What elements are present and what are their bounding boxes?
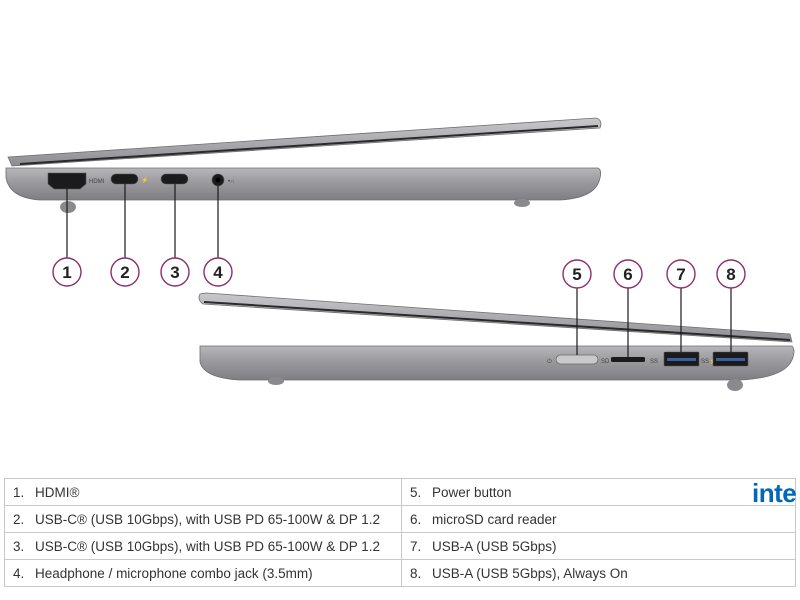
svg-text:2: 2 [120, 263, 129, 282]
svg-text:4: 4 [213, 263, 223, 282]
svg-text:8: 8 [726, 265, 735, 284]
table-row: 1. HDMI® 5. Power button [4, 478, 796, 506]
usb-a-port-1 [663, 351, 700, 367]
svg-text:1: 1 [62, 263, 71, 282]
spec-cell: 3. USB-C® (USB 10Gbps), with USB PD 65-10… [4, 532, 402, 560]
spec-cell: 7. USB-A (USB 5Gbps) [401, 532, 796, 560]
spec-cell: 6. microSD card reader [401, 505, 796, 533]
spec-text: USB-A (USB 5Gbps), Always On [432, 565, 628, 581]
spec-number: 6. [410, 511, 422, 527]
usb-always-on-label: SS⚡ [701, 357, 716, 365]
port-spec-table: 1. HDMI® 5. Power button 2. USB-C® (USB 10G… [4, 478, 796, 587]
spec-number: 7. [410, 538, 422, 554]
usb-c-port-2 [160, 173, 189, 185]
headphone-jack [211, 173, 225, 187]
svg-text:5: 5 [572, 265, 581, 284]
callout-4: 4 [203, 257, 233, 287]
spec-text: USB-C® (USB 10Gbps), with USB PD 65-100W… [35, 511, 381, 527]
port-diagram: HDMI ⚡ •∩ 1 2 3 4 ⏻ [5, 117, 795, 391]
table-row: 4. Headphone / microphone combo jack (3.5… [4, 559, 796, 587]
spec-number: 2. [13, 511, 25, 527]
headset-icon: •∩ [228, 179, 234, 185]
spec-text: microSD card reader [432, 511, 557, 527]
spec-cell: 8. USB-A (USB 5Gbps), Always On [401, 559, 796, 587]
spec-number: 4. [13, 565, 25, 581]
callout-2: 2 [110, 257, 140, 287]
usb-ss-label: SS [650, 359, 658, 365]
callout-3: 3 [160, 257, 190, 287]
hdmi-port [47, 172, 87, 190]
spec-text: Power button [432, 484, 512, 500]
spec-number: 5. [410, 484, 422, 500]
callout-8: 8 [716, 259, 746, 289]
table-row: 3. USB-C® (USB 10Gbps), with USB PD 65-10… [4, 532, 796, 560]
power-icon: ⏻ [547, 358, 552, 365]
svg-text:6: 6 [623, 265, 632, 284]
intel-logo: inte [752, 478, 797, 508]
spec-number: 8. [410, 565, 422, 581]
spec-cell: 4. Headphone / microphone combo jack (3.5… [4, 559, 402, 587]
sd-card-label: SD [601, 359, 610, 365]
microsd-slot [611, 357, 645, 362]
spec-text: USB-A (USB 5Gbps) [432, 538, 557, 554]
spec-text: Headphone / microphone combo jack (3.5mm… [35, 565, 313, 581]
spec-number: 3. [13, 538, 25, 554]
callout-1: 1 [52, 257, 82, 287]
power-button [555, 354, 599, 365]
hdmi-port-label: HDMI [89, 179, 105, 185]
laptop-right-side [198, 292, 795, 391]
callout-6: 6 [613, 259, 643, 289]
usb-c-bolt-label: ⚡ [141, 176, 148, 184]
table-row: 2. USB-C® (USB 10Gbps), with USB PD 65-10… [4, 505, 796, 533]
spec-text: USB-C® (USB 10Gbps), with USB PD 65-100W… [35, 538, 381, 554]
usb-c-port-1 [110, 173, 139, 185]
spec-text: HDMI® [35, 484, 80, 500]
leader-lines-left [66, 184, 219, 258]
laptop-left-side [5, 117, 602, 213]
callout-7: 7 [666, 259, 696, 289]
usb-a-port-2 [712, 351, 749, 367]
spec-cell: 1. HDMI® [4, 478, 402, 506]
svg-text:7: 7 [676, 265, 685, 284]
svg-text:3: 3 [170, 263, 179, 282]
spec-number: 1. [13, 484, 25, 500]
spec-cell: 5. Power button [401, 478, 796, 506]
leader-lines-right [576, 288, 732, 357]
callout-5: 5 [562, 259, 592, 289]
spec-cell: 2. USB-C® (USB 10Gbps), with USB PD 65-10… [4, 505, 402, 533]
